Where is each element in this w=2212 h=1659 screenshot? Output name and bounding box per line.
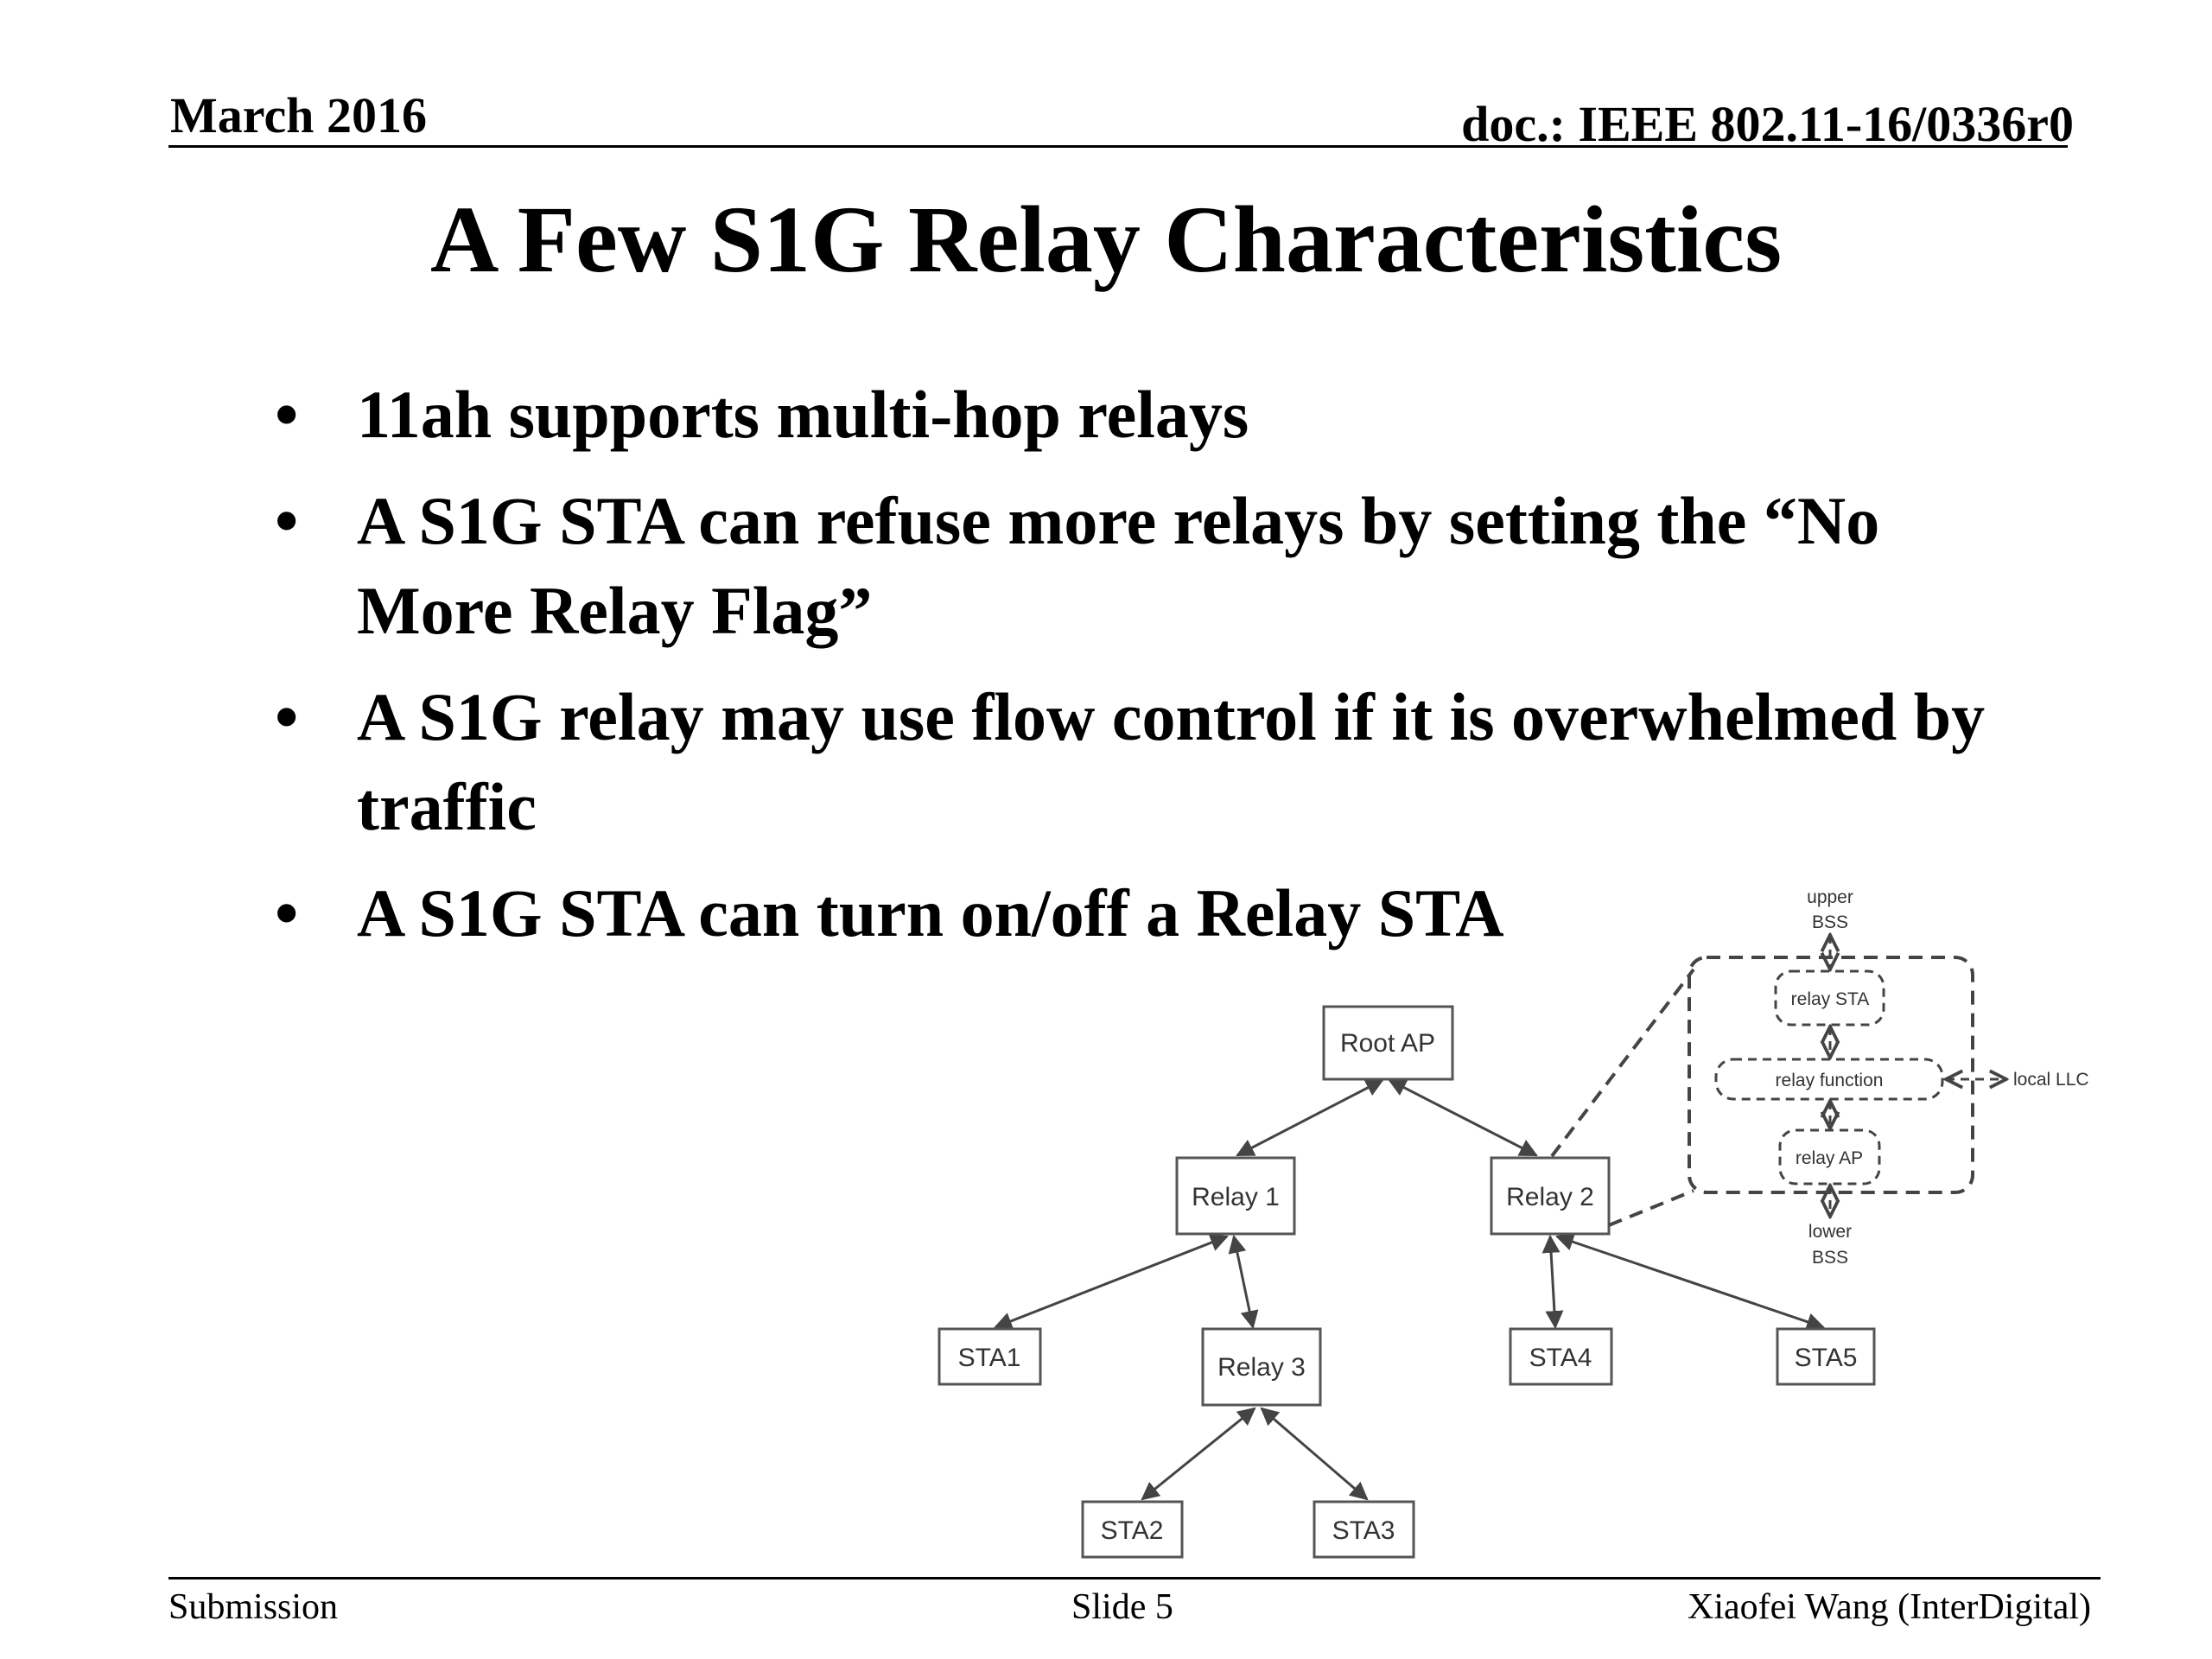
lower-label: lower [1808, 1222, 1852, 1242]
bullet-item: • A S1G relay may use flow control if it … [275, 672, 2003, 852]
edge-root-relay2 [1388, 1078, 1538, 1157]
edge-relay3-sta2 [1141, 1407, 1256, 1501]
node-sta2: STA2 [1081, 1500, 1184, 1559]
node-label: STA3 [1332, 1516, 1395, 1545]
node-relay-1: Relay 1 [1175, 1156, 1296, 1236]
node-relay-2: Relay 2 [1490, 1156, 1611, 1236]
edge-relay2-sta4 [1541, 1234, 1564, 1330]
edge-relay1-sta1 [994, 1234, 1229, 1330]
zoom-line-upper [1550, 968, 1695, 1158]
edge-relay2-sta5 [1555, 1233, 1825, 1331]
bullet-marker: • [275, 483, 299, 558]
zoom-line-lower [1608, 1189, 1694, 1227]
relay-detail-box: upper BSS relay STA relay function local… [1688, 887, 2089, 1268]
upper-bss-label: BSS [1812, 912, 1848, 932]
footer-rule [168, 1577, 2101, 1580]
relay-ap-label: relay AP [1796, 1148, 1863, 1168]
node-label: Relay 3 [1217, 1353, 1306, 1382]
bullet-text: 11ah supports multi-hop relays [357, 377, 1249, 452]
edge-root-relay1 [1236, 1078, 1384, 1157]
node-label: STA1 [958, 1344, 1021, 1372]
node-label: STA4 [1529, 1344, 1592, 1372]
bullet-item: • A S1G STA can refuse more relays by set… [275, 476, 2003, 656]
bullet-text: A S1G STA can refuse more relays by sett… [357, 483, 1880, 648]
bullet-list: • 11ah supports multi-hop relays • A S1G S… [275, 370, 2003, 975]
node-sta5: STA5 [1776, 1327, 1876, 1386]
relay-sta-label: relay STA [1791, 989, 1870, 1009]
node-label: Root AP [1340, 1029, 1435, 1058]
edge-relay3-sta3 [1260, 1407, 1369, 1501]
relay-function-box [1714, 1058, 1944, 1101]
relay-function-label: relay function [1776, 1071, 1884, 1090]
upper-label: upper [1807, 887, 1853, 907]
relay-ap-box [1778, 1128, 1881, 1185]
bullet-item: • 11ah supports multi-hop relays [275, 370, 2003, 460]
bullet-marker: • [275, 679, 299, 754]
node-sta3: STA3 [1313, 1500, 1415, 1559]
footer-author: Xiaofei Wang (InterDigital) [1687, 1587, 2091, 1627]
footer-slide-number: Slide 5 [1071, 1587, 1173, 1627]
footer-submission: Submission [168, 1587, 339, 1627]
bullet-text: A S1G relay may use flow control if it i… [357, 679, 1986, 844]
node-root-ap: Root AP [1322, 1005, 1454, 1081]
node-sta4: STA4 [1509, 1327, 1613, 1386]
node-label: Relay 2 [1506, 1183, 1594, 1211]
local-llc-label: local LLC [2013, 1070, 2089, 1090]
header-rule [168, 145, 2068, 148]
bullet-marker: • [275, 377, 299, 452]
header-doc-id: doc.: IEEE 802.11-16/0336r0 [1461, 96, 2074, 152]
node-label: Relay 1 [1192, 1183, 1280, 1211]
node-sta1: STA1 [938, 1327, 1042, 1386]
node-label: STA2 [1101, 1516, 1164, 1545]
node-relay-3: Relay 3 [1201, 1327, 1322, 1407]
lower-bss-label: BSS [1812, 1248, 1848, 1268]
bullet-item: • A S1G STA can turn on/off a Relay STA [275, 868, 2003, 958]
edge-relay1-relay3 [1228, 1234, 1259, 1330]
header-date: March 2016 [170, 87, 427, 143]
node-label: STA5 [1795, 1344, 1858, 1372]
slide-title: A Few S1G Relay Characteristics [429, 187, 1783, 292]
bullet-marker: • [275, 875, 299, 950]
bullet-text: A S1G STA can turn on/off a Relay STA [357, 875, 1504, 950]
